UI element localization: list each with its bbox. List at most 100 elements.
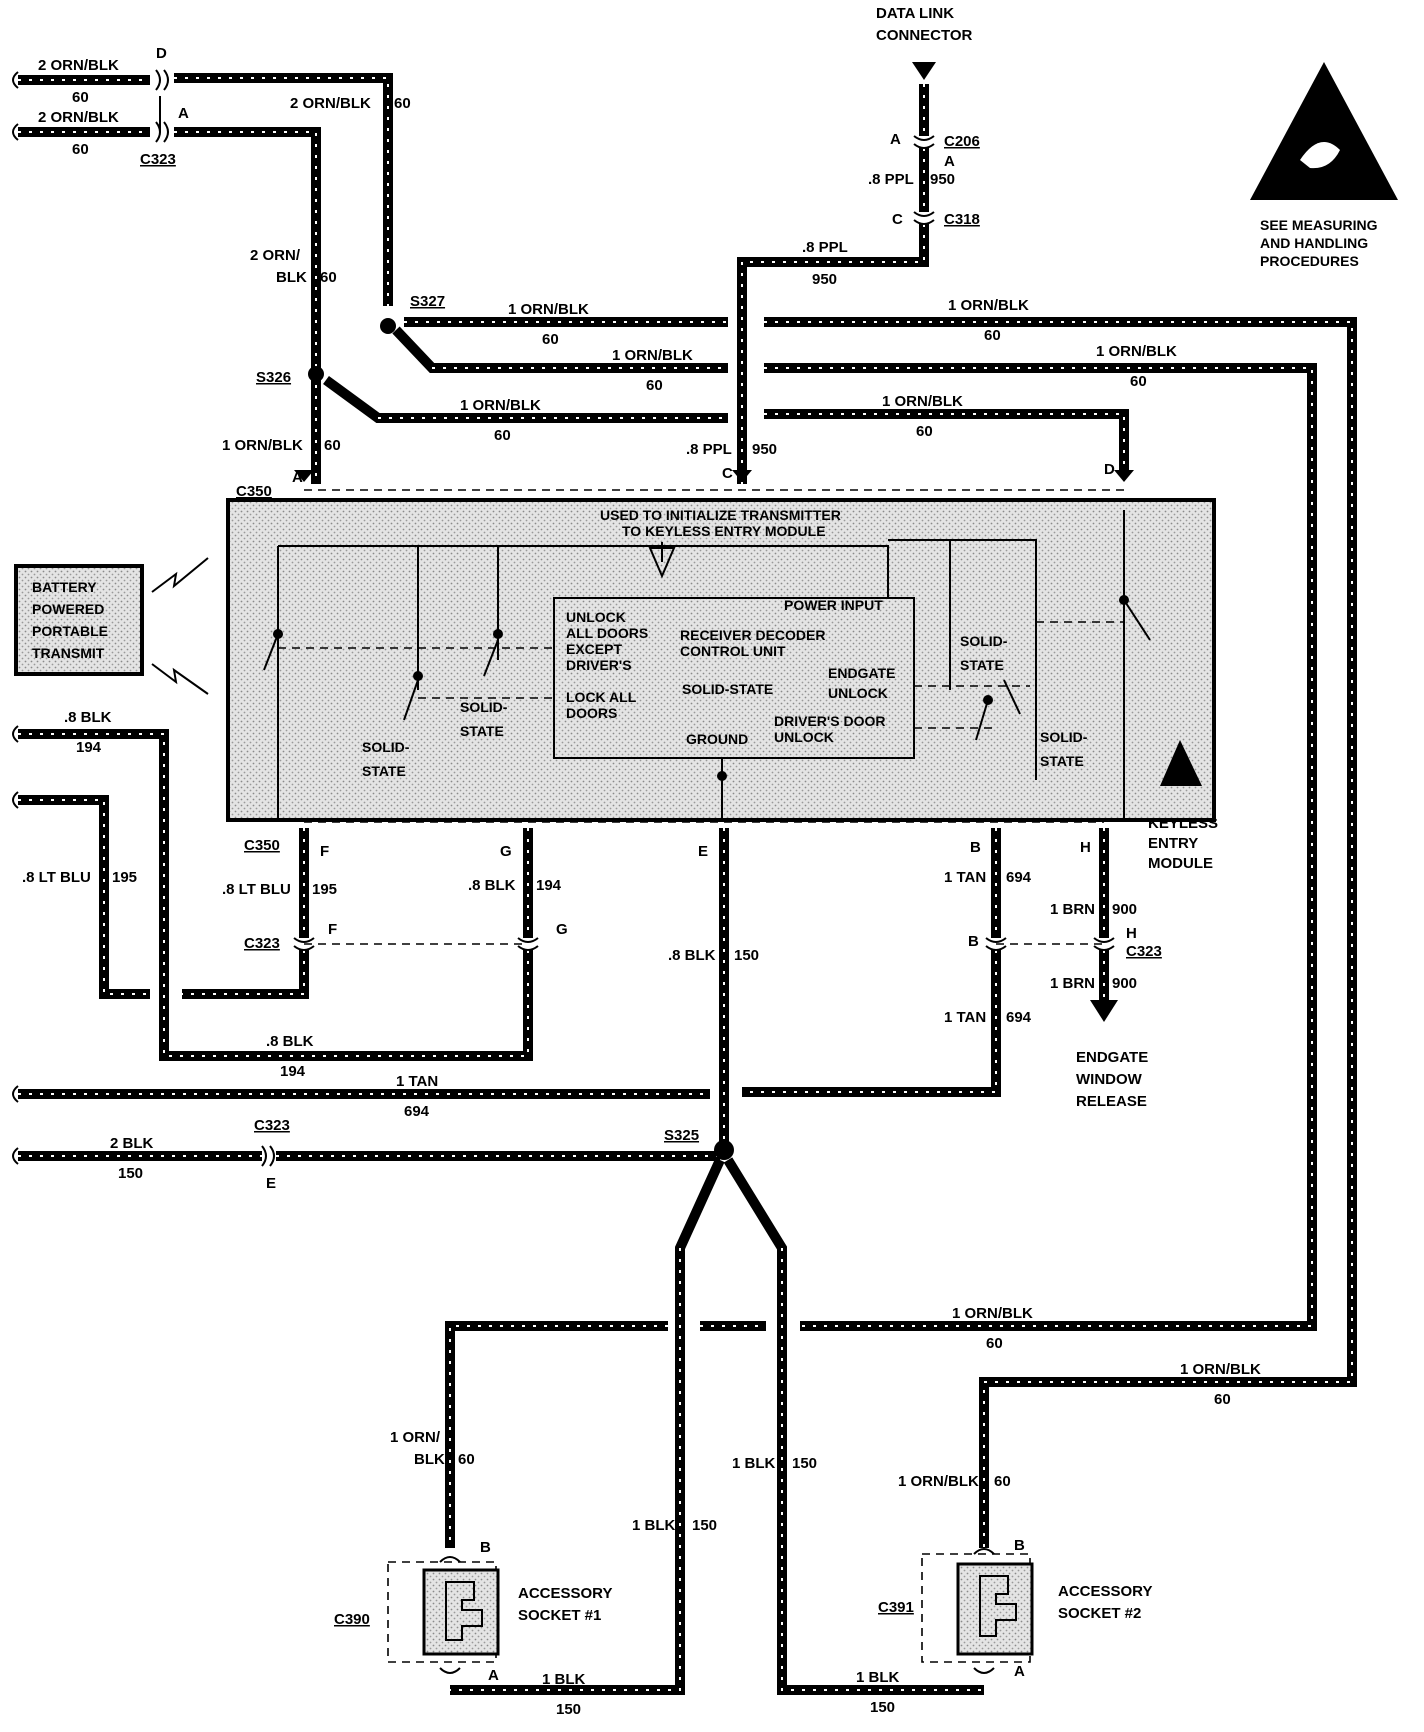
c323-mid-labels: C323 F G B H C323 1 TAN 694 1 BRN 900 xyxy=(244,921,1162,1026)
esd-note-line3-label: PROCEDURES xyxy=(1260,253,1359,269)
module-unlock-all-4-label: DRIVER'S xyxy=(566,657,632,673)
c323-mid-pin-b-label: B xyxy=(968,933,979,950)
left-wires-ltblu-num-label: 195 xyxy=(112,869,137,886)
connector-arrow-icon xyxy=(912,62,936,80)
ground-branch-bottom-right-label-label: 1 BLK xyxy=(856,1669,900,1686)
left-wires-blk-label-label: .8 BLK xyxy=(64,709,112,726)
endgate-arrow-icon xyxy=(1090,1000,1118,1022)
orn-runs-4-num-label: 60 xyxy=(1130,373,1147,390)
socket1-name-2-label: SOCKET #1 xyxy=(518,1607,601,1624)
c323-mid-pin-h-label: H xyxy=(1126,925,1137,942)
splices-s325-label: S325 xyxy=(664,1127,699,1144)
orn-runs-1-num-label: 60 xyxy=(1214,1391,1231,1408)
lower-left-c323-label: C323 xyxy=(254,1117,290,1134)
module-rdcu-2-label: CONTROL UNIT xyxy=(680,643,786,659)
socket2-labels: 1 ORN/BLK 60 B A C391 xyxy=(878,1473,1025,1680)
ppl-pin-c-label: C xyxy=(892,211,903,228)
module-unlock-all-3-label: EXCEPT xyxy=(566,641,622,657)
socket2-pin-a-label: A xyxy=(1014,1663,1025,1680)
transmitter-line2-label: POWERED xyxy=(32,601,104,617)
connector-symbols xyxy=(155,69,1134,1167)
endgate-release-line2-label: WINDOW xyxy=(1076,1071,1143,1088)
wire-stripes xyxy=(18,77,1353,1691)
ground-branch-right-num-label: 150 xyxy=(792,1455,817,1472)
socket2-name-2-label: SOCKET #2 xyxy=(1058,1605,1141,1622)
c350-bottom-f-label-label: .8 LT BLU xyxy=(222,881,291,898)
splices xyxy=(308,318,734,1160)
module-lock-all-1-label: LOCK ALL xyxy=(566,689,637,705)
lower-left-blk2-num-label: 150 xyxy=(118,1165,143,1182)
module-endgate-2-label: UNLOCK xyxy=(828,685,888,701)
lower-left-pin-e-label: E xyxy=(266,1175,276,1192)
lower-left-labels: .8 BLK 194 1 TAN 694 C323 2 BLK 150 E xyxy=(110,1033,438,1192)
top-left-pin-a-label: A xyxy=(178,105,189,122)
c350-top-connector-label: C350 xyxy=(236,483,272,500)
splice-s325 xyxy=(714,1140,734,1160)
module-endgate-1-label: ENDGATE xyxy=(828,665,895,681)
orn-runs-4-label-label: 1 ORN/BLK xyxy=(1096,343,1177,360)
ppl-wire3-label-label: .8 PPL xyxy=(686,441,732,458)
orn-runs-1-label-label: 1 ORN/BLK xyxy=(612,347,693,364)
c350-bottom-b-num-label: 694 xyxy=(1006,869,1032,886)
c350-bottom-b-label-label: 1 TAN xyxy=(944,869,986,886)
module-ss-left-2-label: STATE xyxy=(362,763,406,779)
left-wires-blk-num-label: 194 xyxy=(76,739,102,756)
top-left-connector-label: C323 xyxy=(140,151,176,168)
lower-left-tan-num-label: 694 xyxy=(404,1103,430,1120)
module-drivers-2-label: UNLOCK xyxy=(774,729,834,745)
accessory-socket-1: ACCESSORY SOCKET #1 xyxy=(387,1556,612,1674)
c350-top-pin-d-label: D xyxy=(1104,461,1115,478)
orn-runs-0-label-label: 1 ORN/BLK xyxy=(508,301,589,318)
left-wires-ltblu-label-label: .8 LT BLU xyxy=(22,869,91,886)
module-ss-mid-2-label: STATE xyxy=(460,723,504,739)
ground-branch-bottom-left-label-label: 1 BLK xyxy=(542,1671,586,1688)
socket1-name-1-label: ACCESSORY xyxy=(518,1585,612,1602)
socket1-connector-label: C390 xyxy=(334,1611,370,1628)
endgate-release-line1-label: ENDGATE xyxy=(1076,1049,1148,1066)
top-left-riser2-label-1-label: 2 ORN/ xyxy=(250,247,301,264)
c350-bottom-g-label-label: .8 BLK xyxy=(468,877,516,894)
socket1-wire-num-label: 60 xyxy=(458,1451,475,1468)
top-left-labels: 2 ORN/BLK 60 D 2 ORN/BLK 60 A C323 2 ORN… xyxy=(38,45,411,286)
socket1-wire-label-2-label: BLK xyxy=(414,1451,445,1468)
module-name: KEYLESS ENTRY MODULE xyxy=(1148,815,1218,872)
esd-warning: SEE MEASURING AND HANDLING PROCEDURES xyxy=(1250,62,1398,269)
lower-left-blk-label-label: .8 BLK xyxy=(266,1033,314,1050)
c350-bottom-connector-label: C350 xyxy=(244,837,280,854)
accessory-socket-2: ACCESSORY SOCKET #2 xyxy=(921,1548,1152,1674)
orn-runs-3-num-label: 60 xyxy=(984,327,1001,344)
socket2-connector-label: C391 xyxy=(878,1599,914,1616)
data-link-connector: DATA LINK CONNECTOR xyxy=(876,5,973,80)
module-ss-right-2-label: STATE xyxy=(960,657,1004,673)
socket2-name-1-label: ACCESSORY xyxy=(1058,1583,1152,1600)
socket2-wire-num-label: 60 xyxy=(994,1473,1011,1490)
c323-mid-pin-g-label: G xyxy=(556,921,568,938)
c350-bottom-pin-e-label: E xyxy=(698,843,708,860)
signal-icon xyxy=(151,557,209,593)
top-left-riser2-num-label: 60 xyxy=(320,269,337,286)
ppl-wire2-label-label: .8 PPL xyxy=(802,239,848,256)
ground-branch-left-label-label: 1 BLK xyxy=(632,1517,676,1534)
module-drivers-1-label: DRIVER'S DOOR xyxy=(774,713,885,729)
top-left-riser1-label-label: 2 ORN/BLK xyxy=(290,95,371,112)
lower-left-blk-num-label: 194 xyxy=(280,1063,306,1080)
transmitter-line1-label: BATTERY xyxy=(32,579,97,595)
module-unlock-all-2-label: ALL DOORS xyxy=(566,625,648,641)
c350-top-labels: 1 ORN/BLK 60 C350 A C D xyxy=(222,437,1115,500)
orn-runs-1-label-label: 1 ORN/BLK xyxy=(1180,1361,1261,1378)
c350-bottom-f-num-label: 195 xyxy=(312,881,337,898)
wires xyxy=(18,73,1357,1695)
lower-left-tan-label-label: 1 TAN xyxy=(396,1073,438,1090)
ground-branch-bottom-left-num-label: 150 xyxy=(556,1701,581,1718)
socket1-wire-label-1-label: 1 ORN/ xyxy=(390,1429,441,1446)
module-init-line1-label: USED TO INITIALIZE TRANSMITTER xyxy=(600,507,841,523)
top-left-wire-a-label-label: 2 ORN/BLK xyxy=(38,109,119,126)
splices-s326-label: S326 xyxy=(256,369,291,386)
orn-runs-2-label-label: 1 ORN/BLK xyxy=(460,397,541,414)
c350-bottom-h-num-label: 900 xyxy=(1112,901,1137,918)
ppl-wire1-label-label: .8 PPL xyxy=(868,171,914,188)
orn-runs-0-num-label: 60 xyxy=(542,331,559,348)
top-left-wire-d-label-label: 2 ORN/BLK xyxy=(38,57,119,74)
socket2-pin-b-label: B xyxy=(1014,1537,1025,1554)
